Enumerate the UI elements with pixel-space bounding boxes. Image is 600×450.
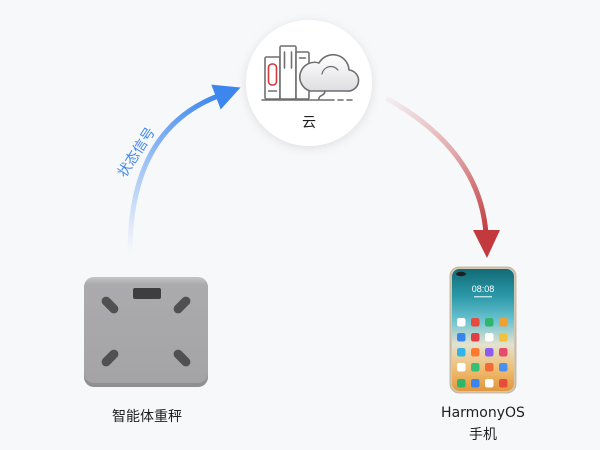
- phone-screen: [452, 269, 514, 391]
- scale-foot-pad: [101, 296, 119, 314]
- phone-front-camera: [456, 271, 466, 277]
- phone-node: 08:08 HarmonyOS 手机: [441, 266, 525, 443]
- phone-label-os: HarmonyOS: [441, 405, 525, 421]
- scale-foot-pads: [101, 296, 191, 367]
- server-unit-accent: [267, 63, 278, 86]
- smart-scale-node: 智能体重秤: [84, 277, 208, 425]
- app-icon: [457, 318, 466, 327]
- app-icon: [485, 348, 494, 357]
- phone-icon: 08:08: [449, 266, 517, 394]
- smart-scale-label: 智能体重秤: [112, 409, 182, 425]
- app-icon: [457, 379, 466, 388]
- app-icon: [499, 363, 508, 372]
- phone-label-type: 手机: [469, 427, 497, 443]
- status-signal-arrow: [127, 93, 219, 253]
- phone-clock: 08:08: [472, 284, 495, 294]
- cloud-shape: [298, 53, 360, 92]
- status-signal-arrowhead: [211, 84, 241, 110]
- app-icon: [499, 318, 508, 327]
- app-icon: [485, 379, 494, 388]
- cloud-node: 云: [246, 20, 372, 146]
- phone-date-line: [474, 296, 492, 298]
- app-icon: [457, 348, 466, 357]
- app-icon: [485, 333, 494, 342]
- scale-foot-pad: [173, 349, 191, 367]
- app-icon: [471, 348, 480, 357]
- app-icon: [499, 348, 508, 357]
- phone-app-grid: [457, 318, 508, 388]
- smart-scale-icon: [84, 277, 208, 387]
- app-icon: [485, 318, 494, 327]
- cloud-to-phone-edge: [384, 95, 500, 258]
- app-icon: [499, 379, 508, 388]
- app-icon: [457, 363, 466, 372]
- scale-foot-pad: [101, 349, 119, 367]
- app-icon: [471, 379, 480, 388]
- cloud-cable: [318, 90, 326, 101]
- app-icon: [499, 333, 508, 342]
- app-icon: [471, 318, 480, 327]
- cloud-inner-curve: [321, 65, 339, 75]
- scale-foot-pad: [173, 296, 191, 314]
- app-icon: [457, 333, 466, 342]
- app-icon: [471, 363, 480, 372]
- server-unit: [279, 45, 297, 100]
- app-icon: [471, 333, 480, 342]
- scale-display: [133, 288, 161, 299]
- cloud-server-icon: [261, 45, 360, 101]
- cloud-label: 云: [302, 115, 316, 131]
- cloud-to-phone-arrow: [384, 95, 489, 235]
- cloud-to-phone-arrowhead: [473, 230, 500, 258]
- app-icon: [485, 363, 494, 372]
